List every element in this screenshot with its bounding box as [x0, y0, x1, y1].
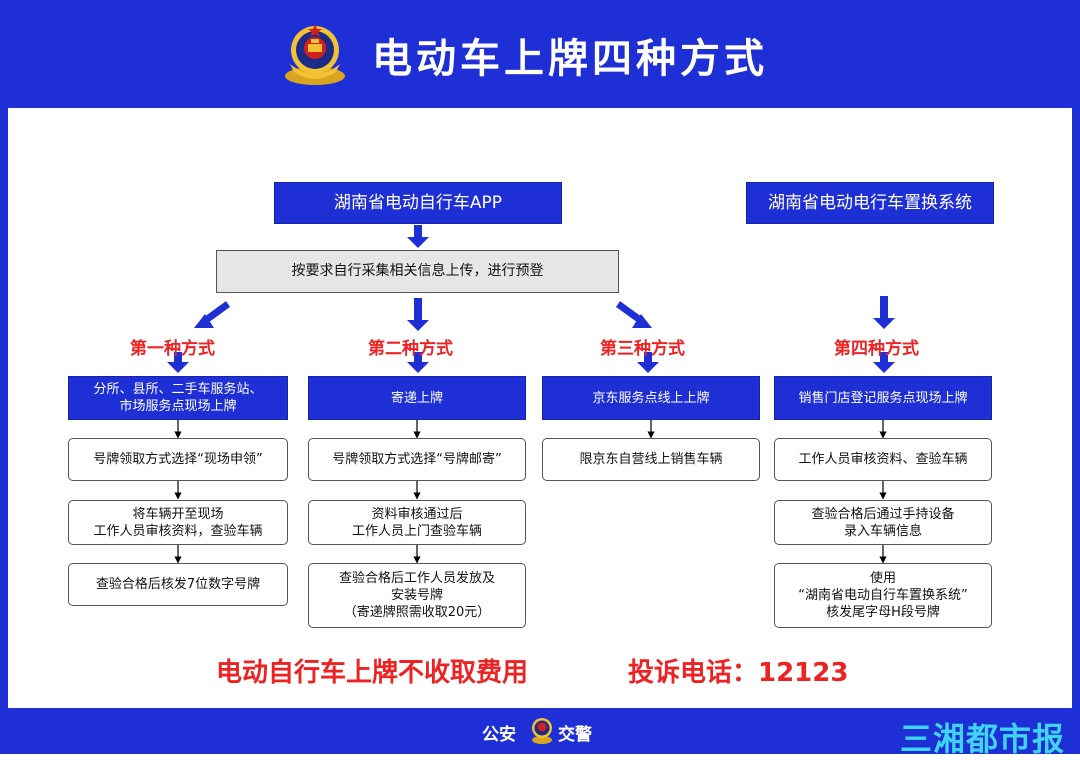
method-2-label: 第二种方式 — [368, 339, 453, 359]
predeclare-box: 按要求自行采集相关信息上传，进行预登 — [216, 250, 619, 293]
method-4-step-2: 查验合格后通过手持设备 录入车辆信息 — [774, 500, 992, 545]
method-1-step-1: 号牌领取方式选择“现场申领” — [68, 438, 288, 481]
right-frame-bar — [1072, 0, 1080, 754]
method-1-label: 第一种方式 — [130, 339, 215, 359]
method-3-step-1: 限京东自营线上销售车辆 — [542, 438, 760, 481]
method-2-step-1: 号牌领取方式选择“号牌邮寄” — [308, 438, 526, 481]
method-4-step-3: 使用 “湖南省电动自行车置换系统” 核发尾字母H段号牌 — [774, 563, 992, 628]
method-4-title-box: 销售门店登记服务点现场上牌 — [774, 376, 992, 420]
footer-right-text: 交警 — [558, 725, 592, 745]
header-banner: 电动车上牌四种方式 — [0, 0, 1080, 108]
newspaper-watermark: 三湘都市报 — [900, 720, 1066, 758]
footer-bar: 公安 交警 三湘都市报 — [0, 708, 1080, 758]
method-1-step-3: 查验合格后核发7位数字号牌 — [68, 563, 288, 606]
page-title: 电动车上牌四种方式 — [372, 36, 768, 82]
arrow-down-icon — [167, 225, 895, 373]
footer-left-text: 公安 — [482, 725, 516, 745]
method-2-step-3: 查验合格后工作人员发放及 安装号牌 （寄递牌照需收取20元） — [308, 563, 526, 628]
arrow-diag-right-icon — [615, 301, 652, 328]
method-2-title-box: 寄递上牌 — [308, 376, 526, 420]
step-connectors — [174, 420, 887, 564]
method-4-step-1: 工作人员审核资料、查验车辆 — [774, 438, 992, 481]
police-emblem-icon — [280, 20, 350, 92]
free-registration-notice: 电动自行车上牌不收取费用 — [216, 658, 529, 688]
method-1-step-2: 将车辆开至现场 工作人员审核资料，查验车辆 — [68, 500, 288, 545]
police-badge-icon — [530, 715, 554, 749]
arrow-diag-left-icon — [194, 301, 231, 328]
left-frame-bar — [0, 0, 8, 754]
replacement-system-box: 湖南省电动电行车置换系统 — [746, 182, 994, 224]
method-3-title-box: 京东服务点线上上牌 — [542, 376, 760, 420]
app-source-box: 湖南省电动自行车APP — [274, 182, 562, 224]
complaint-hotline: 投诉电话：12123 — [628, 658, 849, 688]
method-2-step-2: 资料审核通过后 工作人员上门查验车辆 — [308, 500, 526, 545]
method-3-label: 第三种方式 — [600, 339, 685, 359]
method-1-title-box: 分所、县所、二手车服务站、 市场服务点现场上牌 — [68, 376, 288, 420]
method-4-label: 第四种方式 — [834, 339, 919, 359]
